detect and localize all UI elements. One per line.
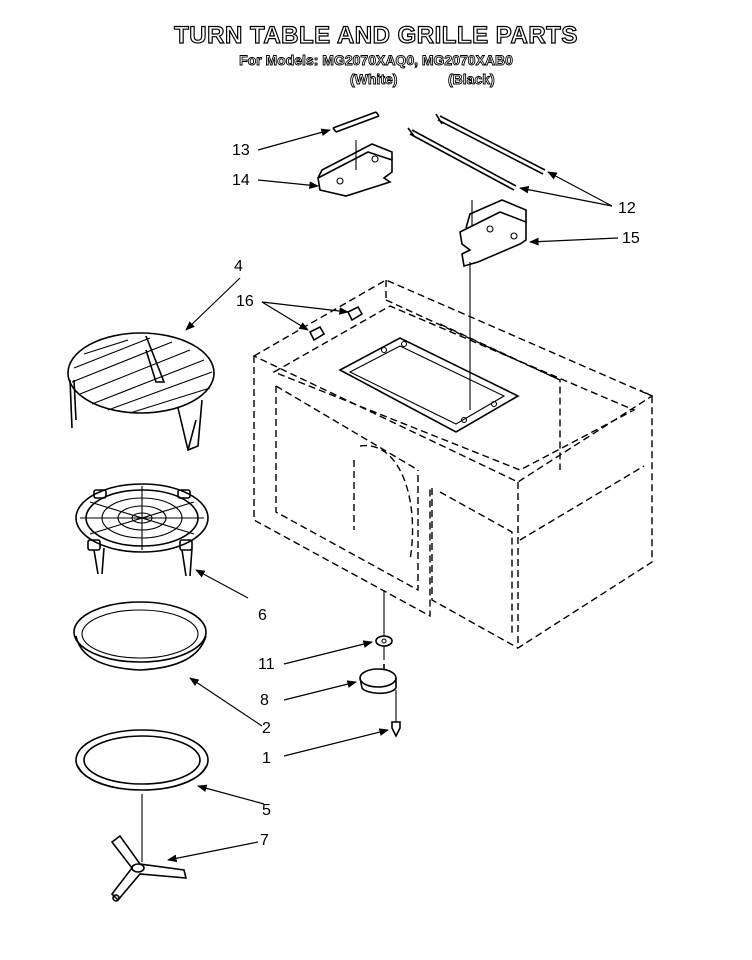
- part-2-tray: [73, 601, 207, 671]
- part-13-rod: [332, 111, 380, 133]
- callout-11: 11: [258, 656, 275, 673]
- motor-stack: [359, 590, 401, 738]
- part-5-ring: [75, 729, 209, 791]
- part-7-coupler: [110, 794, 188, 902]
- leader-lines: [167, 128, 619, 863]
- oven-cavity: [252, 279, 654, 650]
- part-15-bracket: [459, 199, 527, 410]
- top-opening-frame: [338, 337, 520, 433]
- callout-14: 14: [232, 172, 250, 189]
- callout-1: 1: [262, 750, 271, 767]
- part-14-bracket: [317, 140, 393, 197]
- diagram-title: TURN TABLE AND GRILLE PARTS: [174, 21, 578, 49]
- callout-13: 13: [232, 142, 250, 159]
- callout-15: 15: [622, 230, 640, 247]
- part-12-rods: [407, 113, 546, 191]
- part-6-grille: [75, 483, 209, 577]
- callout-12: 12: [618, 200, 636, 217]
- callout-7: 7: [260, 832, 269, 849]
- callout-6: 6: [258, 607, 267, 624]
- callout-2: 2: [262, 720, 271, 737]
- variant-white: (White): [350, 71, 398, 88]
- part-16-clips: [308, 305, 364, 342]
- callout-4: 4: [234, 258, 243, 275]
- variant-black: (Black): [448, 71, 496, 88]
- models-subtitle: For Models: MG2070XAQ0, MG2070XAB0: [239, 52, 514, 69]
- part-4-rack: [67, 332, 215, 452]
- callout-16: 16: [236, 293, 254, 310]
- callout-8: 8: [260, 692, 269, 709]
- callout-5: 5: [262, 802, 271, 819]
